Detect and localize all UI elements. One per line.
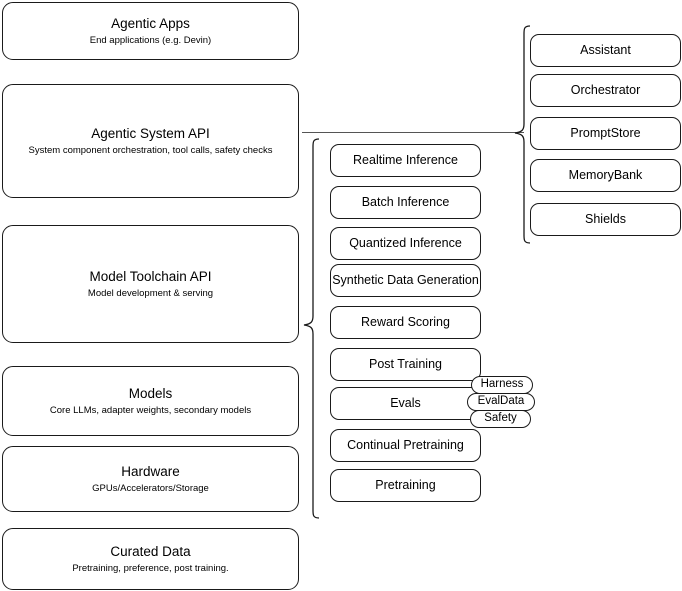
stack-layer-hardware[interactable]: Hardware GPUs/Accelerators/Storage [2,446,299,512]
layer-title: Agentic Apps [111,16,190,31]
item-label: MemoryBank [568,168,643,182]
item-label: Shields [585,212,626,226]
layer-subtitle: Model development & serving [87,288,214,299]
layer-title: Curated Data [110,544,191,559]
item-label: Evals [390,396,421,410]
evals-subcomponent-harness[interactable]: Harness [471,376,533,394]
toolchain-item-continual-pretraining[interactable]: Continual Pretraining [330,429,481,462]
connector-system-api-to-components [302,132,524,134]
toolchain-item-pretraining[interactable]: Pretraining [330,469,481,502]
system-component-memorybank[interactable]: MemoryBank [530,159,681,192]
evals-subcomponent-evaldata[interactable]: EvalData [467,393,535,411]
brace-toolchain [303,138,320,519]
stack-layer-agentic-system-api[interactable]: Agentic System API System component orch… [2,84,299,198]
item-label: Assistant [580,43,631,57]
stack-layer-agentic-apps[interactable]: Agentic Apps End applications (e.g. Devi… [2,2,299,60]
evals-subcomponent-safety[interactable]: Safety [470,410,531,428]
item-label: Continual Pretraining [347,438,464,452]
layer-subtitle: GPUs/Accelerators/Storage [92,483,209,494]
item-label: PromptStore [570,126,641,140]
toolchain-item-quantized-inference[interactable]: Quantized Inference [330,227,481,260]
toolchain-item-post-training[interactable]: Post Training [330,348,481,381]
item-label: Post Training [369,357,442,371]
layer-title: Hardware [121,464,180,479]
item-label: Orchestrator [570,83,641,97]
toolchain-item-synthetic-data-generation[interactable]: Synthetic Data Generation [330,264,481,297]
pill-label: EvalData [477,395,525,408]
layer-title: Agentic System API [91,126,210,141]
item-label: Pretraining [375,478,436,492]
item-label: Quantized Inference [349,236,462,250]
item-label: Synthetic Data Generation [332,273,479,287]
layer-subtitle: Core LLMs, adapter weights, secondary mo… [49,405,252,416]
toolchain-item-evals[interactable]: Evals [330,387,481,420]
system-component-shields[interactable]: Shields [530,203,681,236]
stack-layer-model-toolchain-api[interactable]: Model Toolchain API Model development & … [2,225,299,343]
layer-title: Models [128,386,173,401]
layer-subtitle: Pretraining, preference, post training. [72,563,229,574]
pill-label: Safety [484,412,517,425]
toolchain-item-realtime-inference[interactable]: Realtime Inference [330,144,481,177]
toolchain-item-reward-scoring[interactable]: Reward Scoring [330,306,481,339]
item-label: Realtime Inference [353,153,458,167]
stack-layer-curated-data[interactable]: Curated Data Pretraining, preference, po… [2,528,299,590]
layer-title: Model Toolchain API [89,269,212,284]
layer-subtitle: System component orchestration, tool cal… [28,145,273,156]
brace-system-components [514,25,531,244]
item-label: Reward Scoring [361,315,450,329]
system-component-orchestrator[interactable]: Orchestrator [530,74,681,107]
system-component-promptstore[interactable]: PromptStore [530,117,681,150]
system-component-assistant[interactable]: Assistant [530,34,681,67]
toolchain-item-batch-inference[interactable]: Batch Inference [330,186,481,219]
stack-layer-models[interactable]: Models Core LLMs, adapter weights, secon… [2,366,299,436]
pill-label: Harness [480,378,524,391]
layer-subtitle: End applications (e.g. Devin) [89,35,212,46]
item-label: Batch Inference [361,195,450,209]
